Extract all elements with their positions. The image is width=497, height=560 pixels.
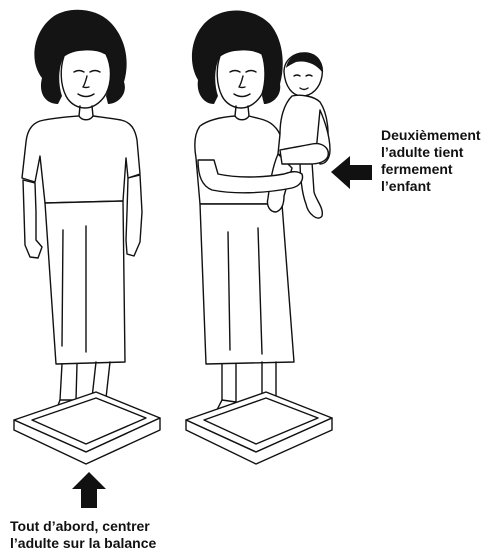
step1-line-2: l’adulte sur la balance xyxy=(10,535,200,552)
adult2-face xyxy=(217,50,265,108)
adult-left-arm xyxy=(23,180,42,258)
step1-line-1: Tout d’abord, centrer xyxy=(10,518,200,535)
adult-holding-child-figure xyxy=(192,10,330,422)
step2-line-4: l’enfant xyxy=(381,178,497,195)
adult2-skirt xyxy=(200,204,294,364)
adult-shirt xyxy=(22,116,140,203)
step2-caption: Deuxièmement l’adulte tient fermement l’… xyxy=(381,127,497,195)
adult-right-arm xyxy=(126,175,142,256)
step2-line-1: Deuxièmement xyxy=(381,127,497,144)
adult-skirt xyxy=(45,201,125,364)
step2-line-2: l’adulte tient xyxy=(381,144,497,161)
step1-caption: Tout d’abord, centrer l’adulte sur la ba… xyxy=(10,518,200,552)
scale-right xyxy=(186,392,332,464)
child-leg-back xyxy=(300,160,322,218)
adult-standing-figure xyxy=(22,10,142,423)
up-arrow-icon xyxy=(72,472,106,508)
scale-left xyxy=(14,392,160,464)
left-arrow-icon xyxy=(331,156,372,189)
step2-line-3: fermement xyxy=(381,161,497,178)
